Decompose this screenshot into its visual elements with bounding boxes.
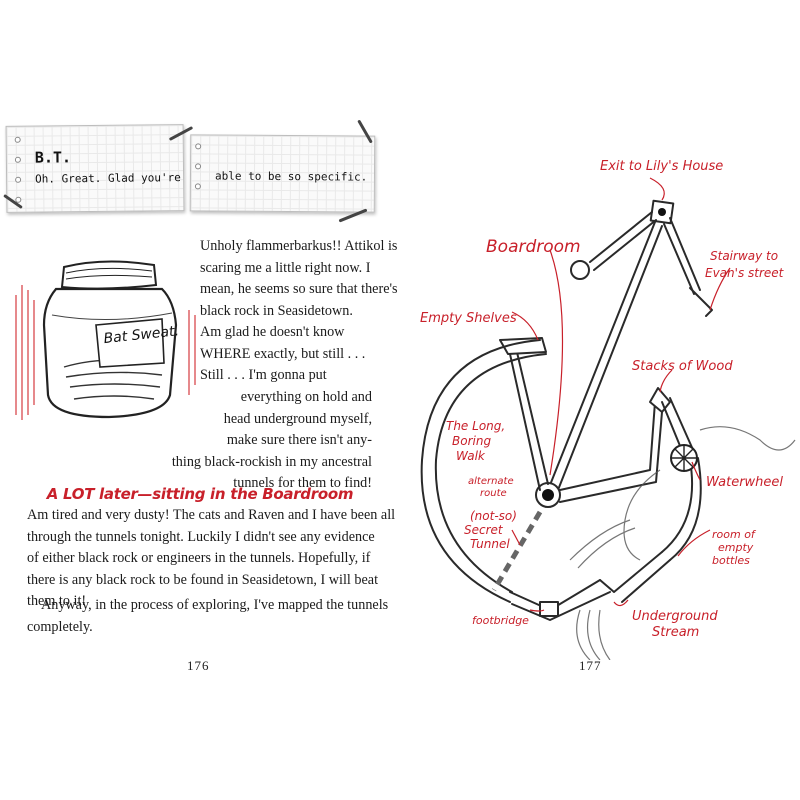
map-label-footbridge: footbridge [472, 614, 529, 627]
text-line: through the tunnels tonight. Luckily I d… [27, 528, 375, 545]
text-line: there is any black rock to be found in S… [27, 571, 379, 588]
map-label-boardroom: Boardroom [486, 237, 581, 257]
text-line: them to it! [27, 593, 87, 609]
map-label-secret-3: Tunnel [470, 537, 510, 551]
chat-slip-bt: B.T. Oh. Great. Glad you're [5, 124, 185, 213]
map-label-stairway-1: Stairway to [710, 249, 778, 263]
text-line: black rock in Seasidetown. [200, 302, 353, 319]
map-label-long-walk-3: Walk [456, 449, 486, 463]
map-label-stairway-2: Evan's street [705, 266, 785, 280]
map-label-empty-shelves: Empty Shelves [420, 311, 517, 326]
text-line: thing black-rockish in my ancestral [171, 453, 372, 470]
text-line: completely. [27, 618, 93, 635]
text-line: mean, he seems so sure that there's [200, 281, 398, 297]
text-line: Unholy flammerbarkus!! Attikol is [200, 238, 398, 254]
text-line: Am glad he doesn't know [200, 324, 345, 340]
text-line: tunnels for them to find! [233, 475, 372, 491]
text-line: everything on hold and [240, 389, 372, 405]
text-line: scaring me a little right now. I [200, 259, 371, 276]
tunnel-map: Exit to Lily's House Boardroom Stairway … [420, 159, 796, 660]
map-label-secret-2: Secret [464, 523, 504, 537]
map-label-waterwheel: Waterwheel [706, 475, 783, 490]
text-line: of either black rock or engineers in the… [27, 550, 371, 566]
left-page: B.T. Oh. Great. Glad you're able to be s… [3, 119, 398, 673]
map-label-alternate-1: alternate [468, 476, 514, 487]
page-number-left: 176 [187, 658, 210, 673]
chat-sender-name: B.T. [34, 148, 72, 167]
section-heading: A LOT later—sitting in the Boardroom [46, 485, 354, 503]
text-line: Still . . . I'm gonna put [200, 367, 327, 383]
text-line: make sure there isn't any- [226, 432, 372, 448]
map-label-stream-1: Underground [632, 609, 718, 624]
chat-message-2: able to be so specific. [214, 169, 368, 184]
paragraph-boardroom: Am tired and very dusty! The cats and Ra… [27, 505, 396, 613]
binder-holes [194, 143, 202, 203]
text-line: WHERE exactly, but still . . . [200, 345, 366, 362]
map-label-secret-1: (not-so) [470, 509, 517, 523]
paragraph-mapping: Anyway, in the process of exploring, I'v… [27, 595, 389, 638]
bat-sweat-jar-illustration: Bat Sweat. [4, 255, 204, 425]
jar-label-text: Bat Sweat. [103, 323, 180, 347]
text-line: head underground myself, [223, 410, 372, 427]
text-line: Am tired and very dusty! The cats and Ra… [27, 507, 396, 523]
map-label-bottles-3: bottles [712, 554, 750, 567]
map-label-long-walk-2: Boring [452, 434, 491, 448]
map-label-bottles-2: empty [718, 541, 754, 554]
map-label-stream-2: Stream [652, 625, 699, 640]
paragraph-intro-continued: everything on hold and head underground … [148, 387, 372, 495]
text-line: Anyway, in the process of exploring, I'v… [41, 597, 389, 613]
chat-slip-reply: able to be so specific. [189, 134, 376, 213]
map-label-alternate-2: route [480, 488, 507, 499]
map-label-bottles-1: room of [712, 528, 757, 541]
page-number-right: 177 [579, 658, 602, 673]
map-label-long-walk-1: The Long, [446, 419, 505, 433]
map-label-exit: Exit to Lily's House [600, 159, 723, 174]
map-label-stacks-of-wood: Stacks of Wood [632, 359, 733, 374]
paragraph-intro: Unholy flammerbarkus!! Attikol is scarin… [200, 236, 398, 387]
chat-message-1: Oh. Great. Glad you're [35, 171, 181, 186]
